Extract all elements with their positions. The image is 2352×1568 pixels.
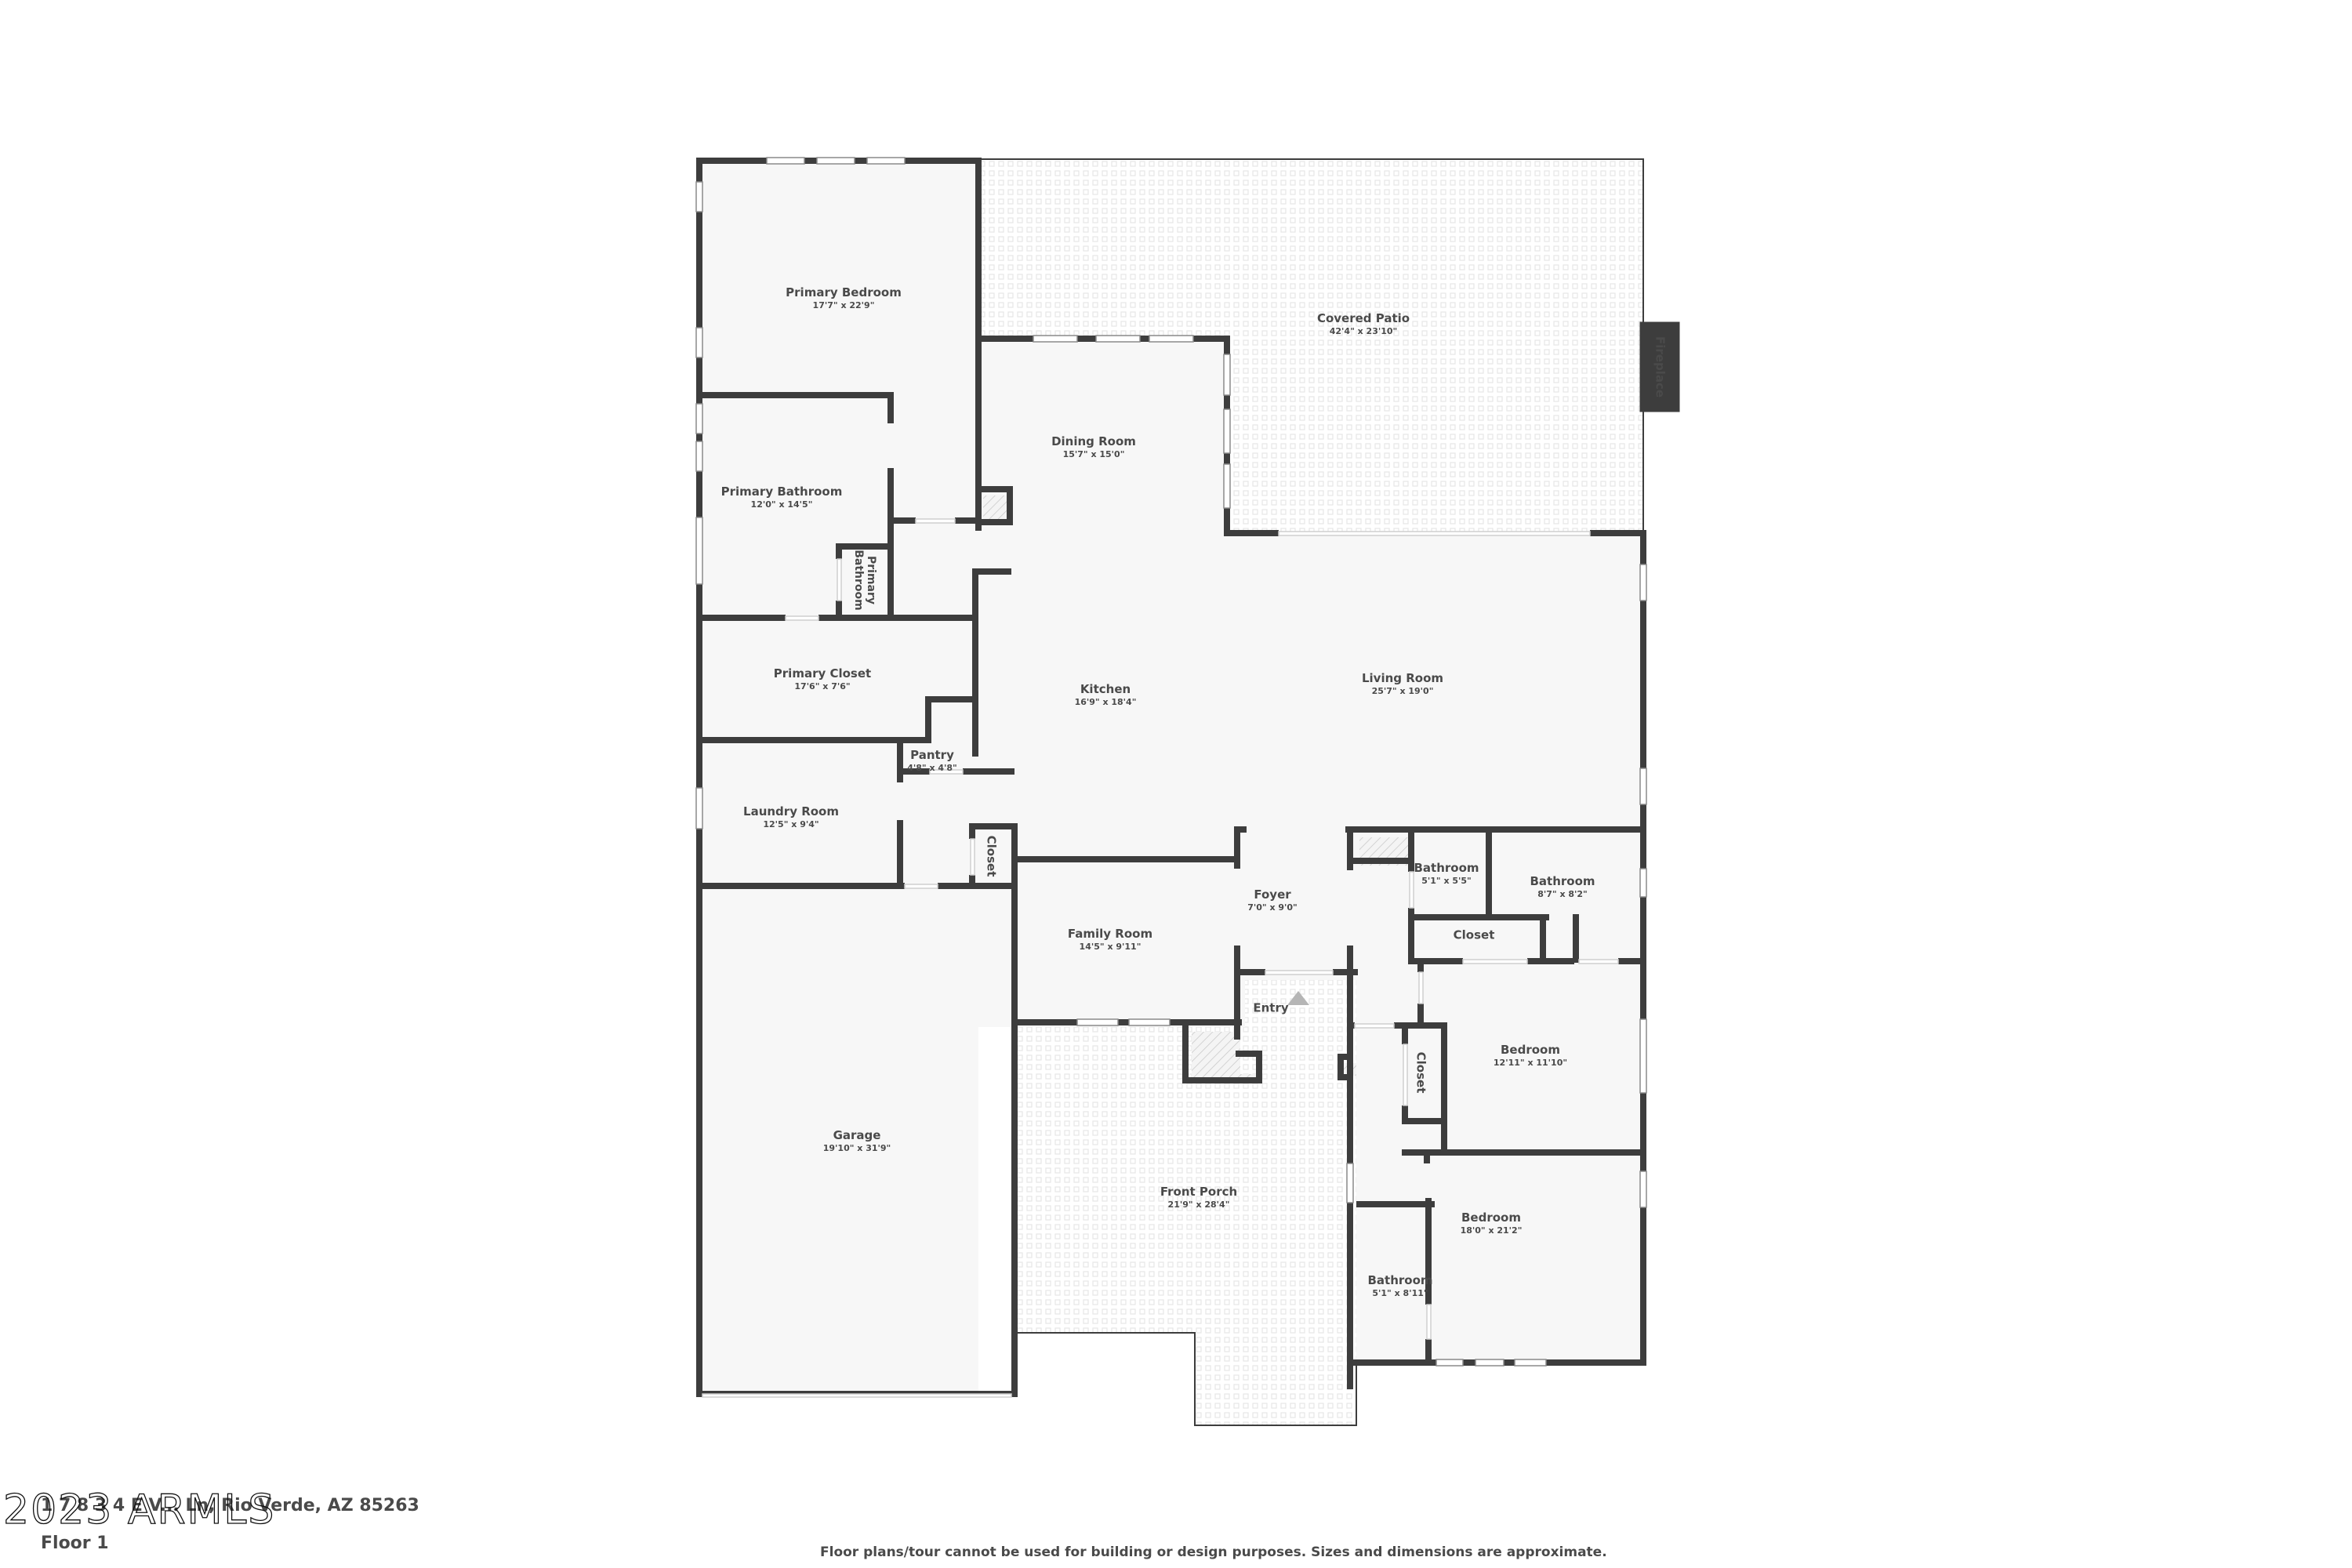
room-dimensions: 16'9" x 18'4" <box>1074 696 1137 707</box>
room-name: Fireplace <box>1653 336 1668 398</box>
room-dimensions: 14'5" x 9'11" <box>1079 941 1142 952</box>
room-laundry-closet: Closet <box>984 835 999 877</box>
entry-arrow-icon <box>1287 991 1309 1005</box>
room-fireplace: Fireplace <box>1653 336 1668 398</box>
room-name: Bathroom <box>1530 873 1595 888</box>
room-name: Foyer <box>1254 887 1291 902</box>
room-kitchen: Kitchen 16'9" x 18'4" <box>1075 682 1137 708</box>
room-name: Laundry Room <box>743 804 839 818</box>
door-openings <box>702 518 1619 1398</box>
room-laundry-room: Laundry Room 12'5" x 9'4" <box>743 804 839 830</box>
room-name: Bathroom <box>1414 860 1479 875</box>
room-bedroom-3: Bedroom 18'0" x 21'2" <box>1461 1210 1523 1236</box>
room-front-porch: Front Porch 21'9" x 28'4" <box>1160 1185 1237 1210</box>
room-dimensions: 5'1" x 8'11" <box>1372 1287 1428 1298</box>
floor-label: Floor 1 <box>41 1534 109 1553</box>
room-dimensions: 8'7" x 8'2" <box>1537 888 1588 899</box>
room-name: Pantry <box>910 747 954 762</box>
room-living-room: Living Room 25'7" x 19'0" <box>1362 671 1443 697</box>
room-primary-bathroom: Primary Bathroom 12'0" x 14'5" <box>721 485 843 510</box>
room-dimensions: 18'0" x 21'2" <box>1460 1225 1523 1236</box>
room-name: Dining Room <box>1051 434 1136 448</box>
room-family-room: Family Room 14'5" x 9'11" <box>1068 927 1152 953</box>
room-name: Kitchen <box>1080 681 1131 696</box>
room-name: Family Room <box>1067 926 1153 941</box>
room-primary-bathroom-wc: Primary Bathroom <box>852 549 877 612</box>
room-name: Covered Patio <box>1316 310 1410 325</box>
room-name: Bedroom <box>1501 1042 1560 1057</box>
room-dimensions: 17'7" x 22'9" <box>812 299 875 310</box>
room-covered-patio: Covered Patio 42'4" x 23'10" <box>1317 311 1410 337</box>
property-address: 1 7 8 3 4 E V... Ln, Rio Verde, AZ 85263 <box>41 1496 419 1515</box>
room-name: Primary Closet <box>773 666 872 681</box>
room-name: Living Room <box>1361 670 1444 685</box>
room-dimensions: 4'8" x 4'8" <box>907 762 957 773</box>
room-dimensions: 15'7" x 15'0" <box>1062 448 1125 459</box>
room-dimensions: 25'7" x 19'0" <box>1371 685 1434 696</box>
room-name: Entry <box>1253 1000 1289 1015</box>
room-name: Primary Bedroom <box>786 285 902 299</box>
front-porch-area <box>1014 1027 1357 1426</box>
room-name: Garage <box>833 1127 881 1142</box>
room-name: Closet <box>984 835 999 877</box>
room-pantry: Pantry 4'8" x 4'8" <box>907 748 957 774</box>
room-name: Primary Bathroom <box>852 550 878 611</box>
room-name: Bathroom <box>1367 1272 1433 1287</box>
disclaimer: Floor plans/tour cannot be used for buil… <box>820 1544 1607 1560</box>
room-dining-room: Dining Room 15'7" x 15'0" <box>1051 434 1136 460</box>
room-dimensions: 12'5" x 9'4" <box>763 818 819 829</box>
room-dimensions: 19'10" x 31'9" <box>822 1142 891 1153</box>
room-name: Bedroom <box>1461 1210 1521 1225</box>
room-bedroom-2-closet: Closet <box>1414 1051 1428 1094</box>
room-dimensions: 21'9" x 28'4" <box>1167 1199 1230 1210</box>
watermark: 2023 ARMLS <box>2 1486 276 1534</box>
room-foyer: Foyer 7'0" x 9'0" <box>1247 887 1298 913</box>
room-primary-closet: Primary Closet 17'6" x 7'6" <box>774 666 871 692</box>
room-dimensions: 12'11" x 11'10" <box>1493 1057 1568 1068</box>
room-dimensions: 12'0" x 14'5" <box>750 499 813 510</box>
room-name: Primary Bathroom <box>720 484 843 499</box>
room-name: Closet <box>1414 1051 1428 1094</box>
room-dimensions: 42'4" x 23'10" <box>1329 325 1398 336</box>
room-garage: Garage 19'10" x 31'9" <box>823 1128 891 1154</box>
room-name: Front Porch <box>1160 1184 1238 1199</box>
room-dimensions: 17'6" x 7'6" <box>794 681 851 691</box>
room-bathroom-hall: Bathroom 8'7" x 8'2" <box>1530 874 1595 900</box>
room-primary-bedroom: Primary Bedroom 17'7" x 22'9" <box>786 285 902 311</box>
room-hall-closet: Closet <box>1454 928 1495 943</box>
room-bathroom-3: Bathroom 5'1" x 8'11" <box>1367 1273 1432 1299</box>
windows <box>695 157 1647 1367</box>
room-entry: Entry <box>1253 1001 1288 1016</box>
room-bathroom-small: Bathroom 5'1" x 5'5" <box>1414 861 1479 887</box>
room-dimensions: 5'1" x 5'5" <box>1421 875 1472 886</box>
room-name: Closet <box>1453 927 1495 942</box>
room-bedroom-2: Bedroom 12'11" x 11'10" <box>1494 1043 1567 1069</box>
room-dimensions: 7'0" x 9'0" <box>1247 902 1298 913</box>
